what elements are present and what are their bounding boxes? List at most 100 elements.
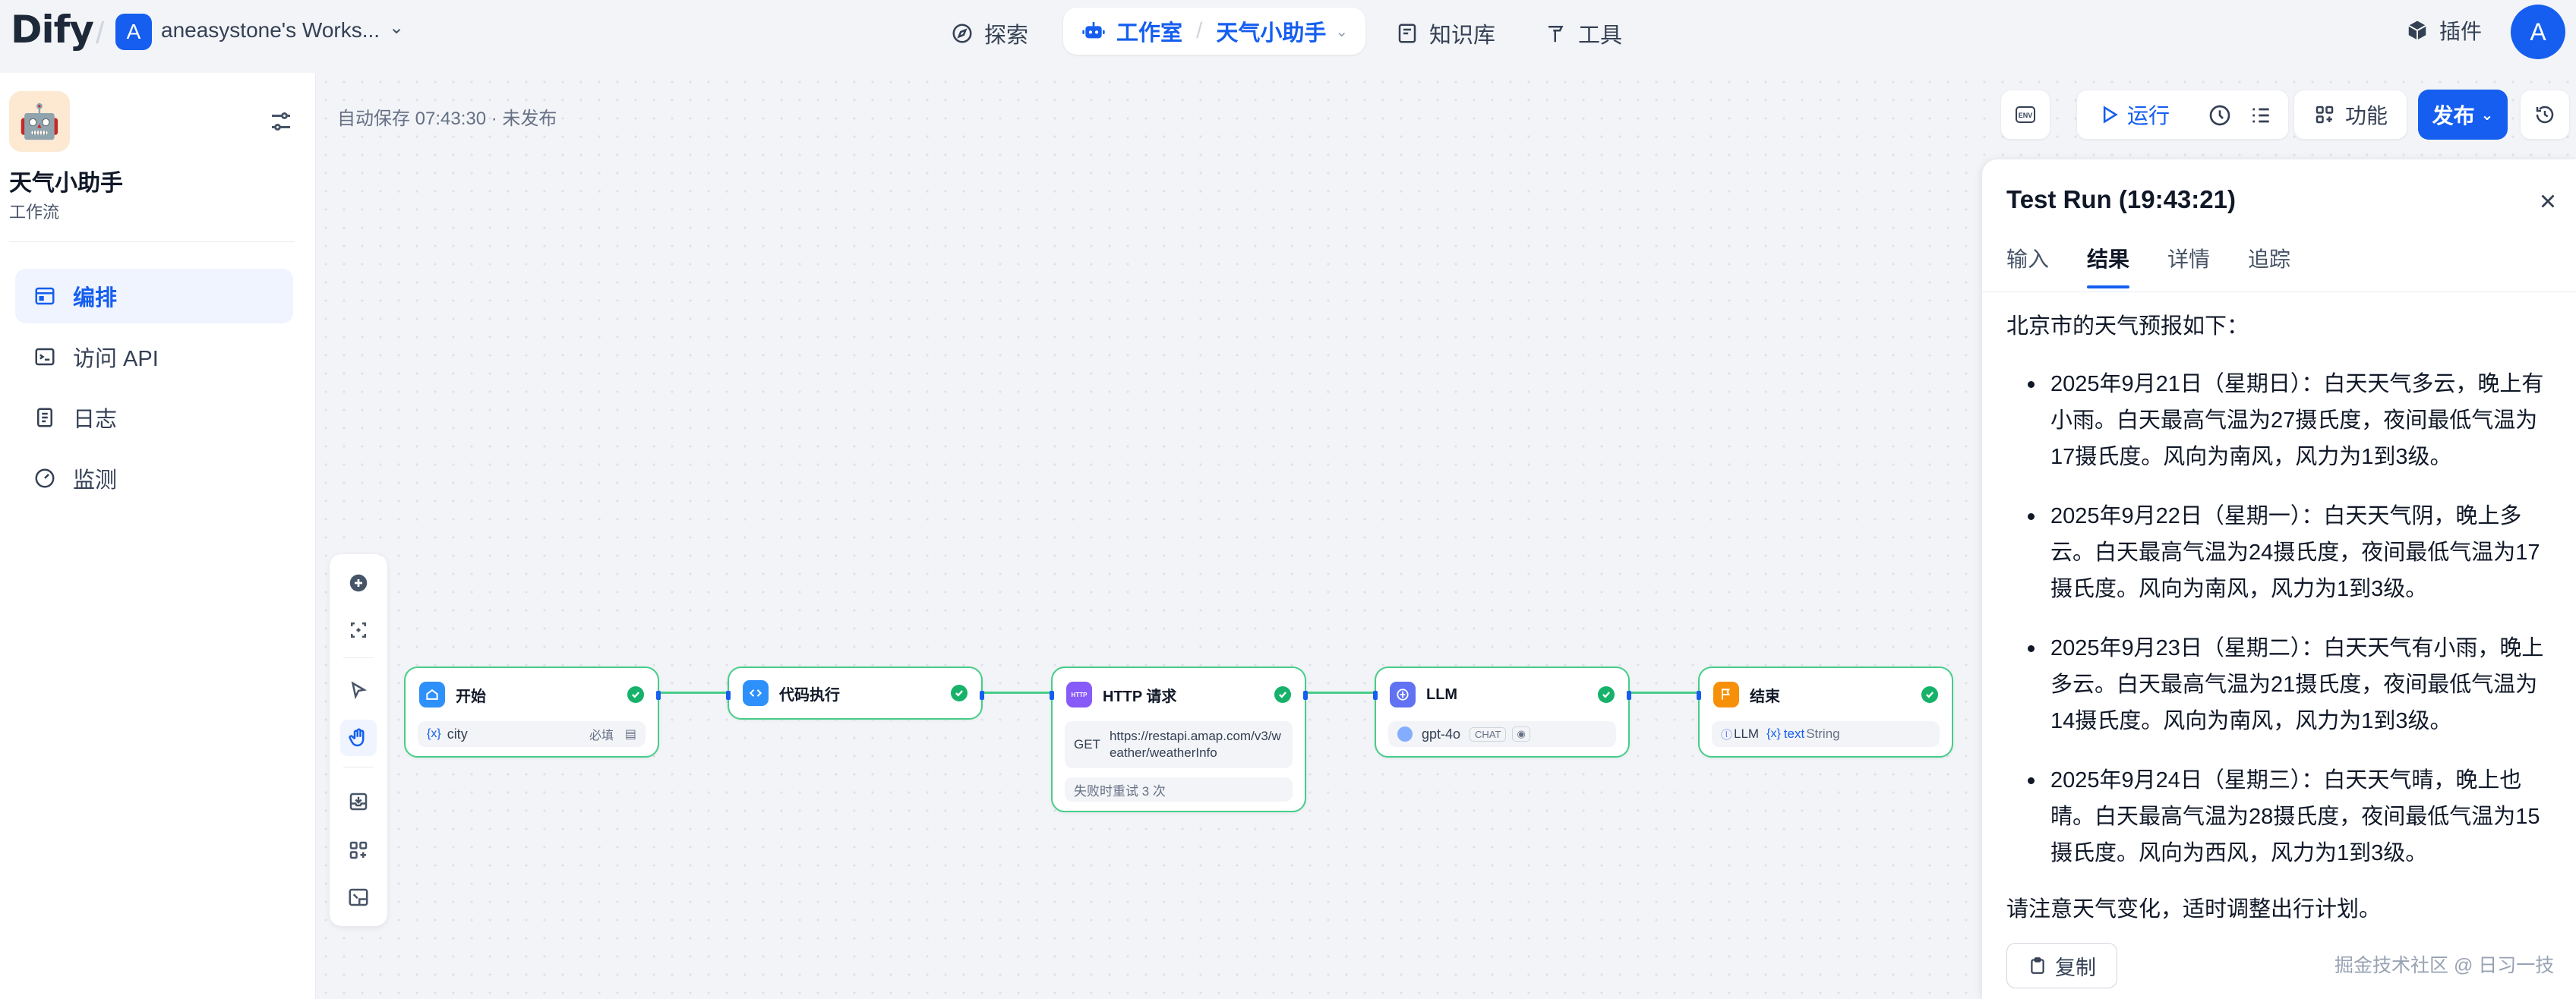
dify-logo[interactable]: Dify bbox=[11, 8, 94, 52]
http-method: GET bbox=[1074, 737, 1100, 752]
node-start[interactable]: 开始 {x} city 必填 ▤ bbox=[404, 667, 661, 758]
node-title: 开始 bbox=[456, 688, 486, 705]
nav-studio-pill[interactable]: 工作室 / 天气小助手 ⌄ bbox=[1063, 8, 1365, 55]
gauge-icon bbox=[35, 468, 55, 488]
minimap-icon bbox=[349, 888, 368, 906]
app-type: 工作流 bbox=[9, 203, 60, 222]
code-icon bbox=[743, 680, 769, 706]
edge-code-http bbox=[983, 692, 1053, 694]
output-var: text bbox=[1783, 726, 1805, 741]
input-port[interactable] bbox=[1373, 691, 1378, 700]
output-port[interactable] bbox=[656, 691, 661, 700]
output-port[interactable] bbox=[1303, 691, 1308, 700]
end-output-row: ⓛ LLM {x} text String bbox=[1712, 721, 1940, 747]
input-port[interactable] bbox=[726, 691, 731, 700]
clipboard-icon bbox=[2031, 957, 2044, 974]
required-label: 必填 bbox=[589, 730, 614, 742]
hand-icon bbox=[349, 728, 365, 747]
add-node-button[interactable] bbox=[340, 565, 377, 601]
robot-icon bbox=[1082, 22, 1105, 39]
download-tray-icon bbox=[349, 793, 368, 811]
sliders-icon[interactable] bbox=[267, 108, 295, 135]
node-title: HTTP 请求 bbox=[1103, 688, 1177, 705]
sidebar-item-logs[interactable]: 日志 bbox=[15, 390, 293, 445]
tab-tracing[interactable]: 追踪 bbox=[2248, 247, 2291, 271]
edge-llm-end bbox=[1630, 692, 1700, 694]
app-title: 天气小助手 bbox=[9, 171, 123, 196]
sidebar-item-api[interactable]: 访问 API bbox=[15, 329, 293, 384]
note-icon bbox=[351, 622, 366, 638]
publish-button[interactable]: 发布 ⌄ bbox=[2418, 90, 2508, 140]
input-port[interactable] bbox=[1050, 691, 1054, 700]
features-button[interactable]: 功能 bbox=[2293, 90, 2407, 140]
http-url-row: GET https://restapi.amap.com/v3/weather/… bbox=[1065, 721, 1293, 768]
http-url: https://restapi.amap.com/v3/weather/weat… bbox=[1109, 729, 1281, 760]
nav-studio-label: 工作室 bbox=[1116, 21, 1183, 46]
run-button[interactable]: 运行 bbox=[2098, 99, 2170, 130]
chevron-down-icon[interactable]: ⌄ bbox=[1335, 23, 1349, 40]
grid-plus-icon bbox=[349, 841, 368, 859]
export-image-button[interactable] bbox=[340, 783, 377, 820]
nav-explore[interactable]: 探索 bbox=[951, 11, 1028, 56]
node-llm[interactable]: LLM gpt-4o CHAT ◉ bbox=[1373, 667, 1631, 758]
nav-studio[interactable]: 工作室 bbox=[1081, 15, 1182, 47]
output-port[interactable] bbox=[980, 691, 984, 700]
minimap-button[interactable] bbox=[340, 879, 377, 915]
copy-button[interactable]: 复制 bbox=[2006, 943, 2117, 988]
output-type: String bbox=[1806, 726, 1840, 741]
plus-circle-icon bbox=[349, 574, 368, 592]
robot-icon: 🤖 bbox=[9, 91, 70, 152]
env-label: ENV bbox=[2019, 112, 2033, 119]
pointer-mode-button[interactable] bbox=[340, 673, 377, 709]
hammer-icon bbox=[1548, 26, 1564, 43]
workspace-name[interactable]: aneasystone's Works... bbox=[161, 18, 380, 42]
cursor-icon bbox=[351, 681, 368, 700]
add-note-button[interactable] bbox=[340, 612, 377, 648]
user-avatar[interactable]: A bbox=[2511, 5, 2565, 59]
env-button[interactable]: ENV bbox=[2000, 90, 2050, 140]
variable-icon: {x} bbox=[427, 727, 441, 740]
llm-icon bbox=[1390, 682, 1416, 707]
home-icon bbox=[419, 682, 445, 707]
compass-icon bbox=[952, 24, 972, 43]
checklist-icon[interactable] bbox=[2249, 103, 2273, 128]
check-icon bbox=[627, 686, 644, 703]
tab-result[interactable]: 结果 bbox=[2087, 243, 2130, 288]
list-item: 2025年9月22日（星期一）：白天天气阴，晚上多云。白天最高气温为24摄氏度，… bbox=[2028, 498, 2553, 607]
tab-detail[interactable]: 详情 bbox=[2167, 247, 2211, 271]
nav-tools[interactable]: 工具 bbox=[1545, 11, 1622, 56]
node-title: LLM bbox=[1426, 685, 1458, 703]
nav-tools-label: 工具 bbox=[1578, 24, 1623, 48]
organize-blocks-button[interactable] bbox=[340, 832, 377, 868]
sidebar-item-label: 访问 API bbox=[73, 347, 159, 371]
result-intro: 北京市的天气预报如下： bbox=[2006, 314, 2249, 339]
http-icon: HTTP bbox=[1066, 682, 1092, 707]
input-port[interactable] bbox=[1697, 691, 1701, 700]
nav-knowledge[interactable]: 知识库 bbox=[1396, 11, 1495, 56]
sidebar-item-orchestrate[interactable]: 编排 bbox=[15, 269, 293, 323]
check-icon bbox=[1921, 686, 1938, 703]
tab-input[interactable]: 输入 bbox=[2006, 247, 2050, 271]
edge-http-llm bbox=[1306, 692, 1376, 694]
output-port[interactable] bbox=[1627, 691, 1631, 700]
node-end[interactable]: 结束 ⓛ LLM {x} text String bbox=[1697, 667, 1953, 758]
test-run-panel: Test Run (19:43:21) 输入 结果 详情 追踪 北京市的天气预报… bbox=[1982, 159, 2576, 999]
sidebar-item-monitor[interactable]: 监测 bbox=[15, 451, 293, 506]
eye-icon: ◉ bbox=[1512, 726, 1530, 742]
flag-icon bbox=[1713, 682, 1739, 707]
workspace-avatar[interactable]: A bbox=[115, 14, 152, 50]
nav-app-name[interactable]: 天气小助手 bbox=[1216, 21, 1327, 46]
window-icon bbox=[35, 287, 55, 305]
close-icon[interactable] bbox=[2537, 190, 2559, 213]
node-http-request[interactable]: HTTP HTTP 请求 GET https://restapi.amap.co… bbox=[1050, 667, 1308, 812]
node-code[interactable]: 代码执行 bbox=[726, 667, 984, 720]
hand-mode-button[interactable] bbox=[340, 720, 377, 756]
history-clock-icon[interactable] bbox=[2208, 103, 2232, 128]
node-title: 结束 bbox=[1750, 688, 1780, 705]
version-history-button[interactable] bbox=[2520, 90, 2570, 140]
sidebar-item-label: 编排 bbox=[73, 286, 118, 310]
nav-plugins[interactable]: 插件 bbox=[2406, 15, 2482, 46]
list-item: 2025年9月21日（星期日）：白天天气多云，晚上有小雨。白天最高气温为27摄氏… bbox=[2028, 366, 2553, 475]
chevron-down-icon[interactable]: ⌄ bbox=[389, 17, 405, 38]
top-nav: Dify / A aneasystone's Works... ⌄ 探索 工作室… bbox=[0, 0, 2576, 73]
